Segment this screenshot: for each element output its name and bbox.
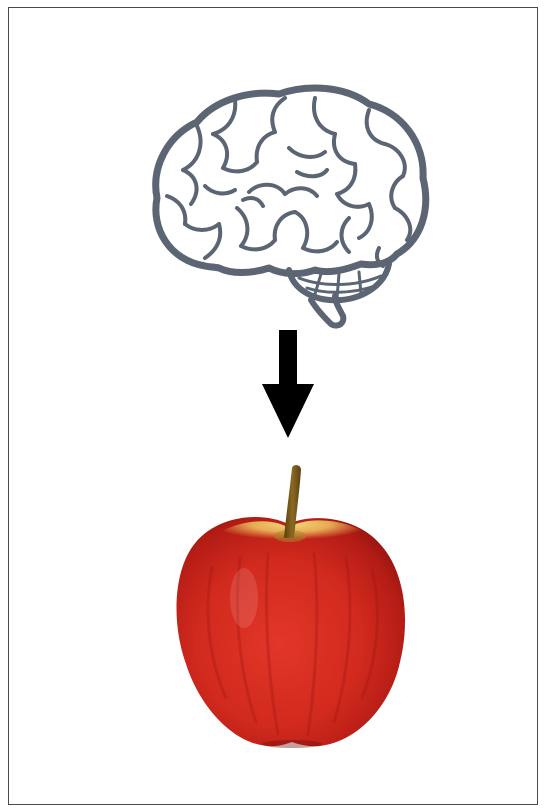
diagram-frame [8,7,538,805]
apple-shine [230,568,258,628]
apple-icon [164,458,414,758]
apple-body [177,517,406,746]
apple-base-shadow [262,740,322,748]
arrow-shaft [279,330,297,386]
arrow-down-icon [259,326,319,446]
arrow-head [262,384,314,438]
brain-icon [139,78,435,330]
